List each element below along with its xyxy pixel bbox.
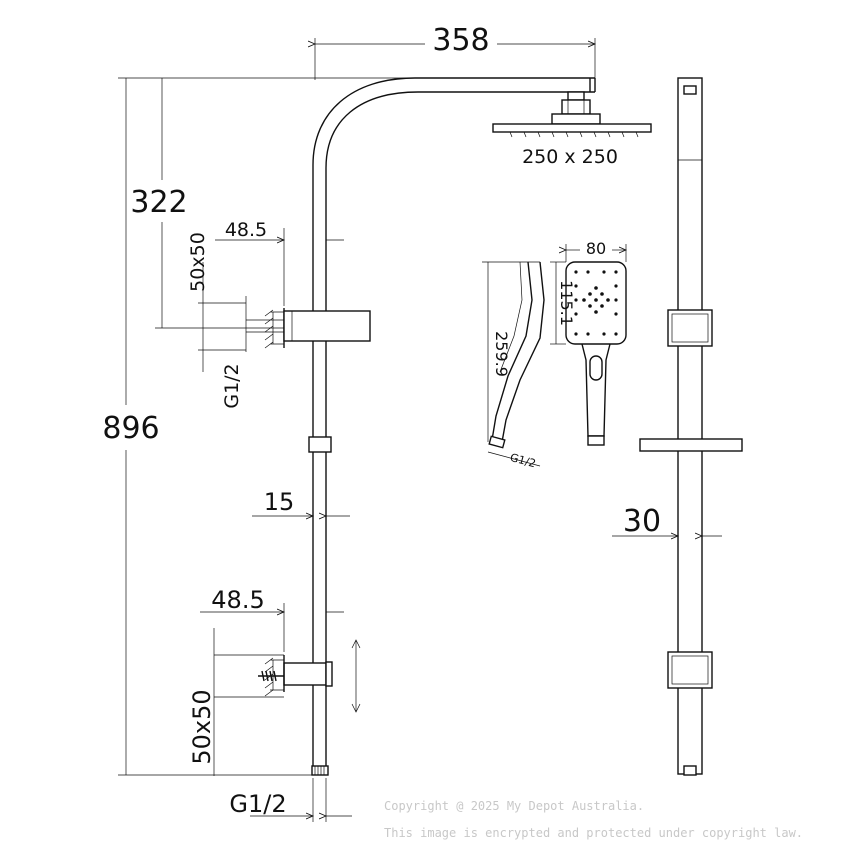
handset-width-label: 80 bbox=[586, 239, 606, 258]
bottom-inlet-dimension: G1/2 bbox=[229, 778, 352, 822]
top-bracket-offset-dimension: 48.5 bbox=[215, 219, 344, 306]
top-bracket-plate-label: 50x50 bbox=[187, 232, 209, 292]
shower-head-size-label: 250 x 250 bbox=[522, 146, 618, 168]
bottom-bracket-plate-dimension: 50x50 bbox=[188, 628, 216, 776]
watermark-line-2: This image is encrypted and protected un… bbox=[384, 826, 803, 840]
top-inlet-label: G1/2 bbox=[221, 363, 243, 408]
total-height-label: 896 bbox=[102, 411, 159, 446]
arm-height-dimension: 322 bbox=[130, 78, 285, 329]
bottom-wall-bracket bbox=[214, 639, 361, 713]
watermark-line-1: Copyright @ 2025 My Depot Australia. bbox=[384, 799, 644, 813]
handset-side-view: 259.9 G1/2 bbox=[482, 261, 545, 470]
arm-length-dimension: 358 bbox=[315, 23, 595, 80]
top-wall-bracket bbox=[245, 296, 371, 352]
spray-nozzles bbox=[574, 270, 618, 336]
shower-head: 250 x 250 bbox=[492, 91, 652, 168]
bottom-bracket-plate-label: 50x50 bbox=[188, 689, 216, 764]
side-rail-width-dimension: 30 bbox=[612, 504, 722, 539]
handset-front-view: 80 115.1 bbox=[550, 239, 626, 446]
top-bracket-offset-label: 48.5 bbox=[225, 219, 267, 241]
top-bracket-plate-dimension: 50x50 bbox=[187, 232, 246, 372]
top-inlet-dimension: G1/2 bbox=[221, 363, 243, 408]
arm-height-label: 322 bbox=[130, 185, 187, 220]
side-view-rail bbox=[639, 77, 743, 776]
handset-length-label: 259.9 bbox=[492, 331, 511, 377]
handset-inlet-label: G1/2 bbox=[509, 451, 538, 470]
bottom-inlet-label: G1/2 bbox=[229, 790, 286, 818]
rail-diameter-label: 15 bbox=[264, 488, 295, 516]
arm-length-label: 358 bbox=[432, 23, 489, 58]
copyright-watermark: Copyright @ 2025 My Depot Australia. Thi… bbox=[384, 799, 803, 840]
handset-head-length-label: 115.1 bbox=[557, 280, 576, 326]
bottom-bracket-offset-dimension: 48.5 bbox=[200, 586, 344, 652]
side-rail-width-label: 30 bbox=[623, 504, 661, 539]
riser-rail bbox=[308, 77, 596, 776]
bottom-bracket-offset-label: 48.5 bbox=[211, 586, 264, 614]
rail-diameter-dimension: 15 bbox=[252, 488, 350, 516]
overall-height-dimension: 896 bbox=[102, 77, 595, 776]
